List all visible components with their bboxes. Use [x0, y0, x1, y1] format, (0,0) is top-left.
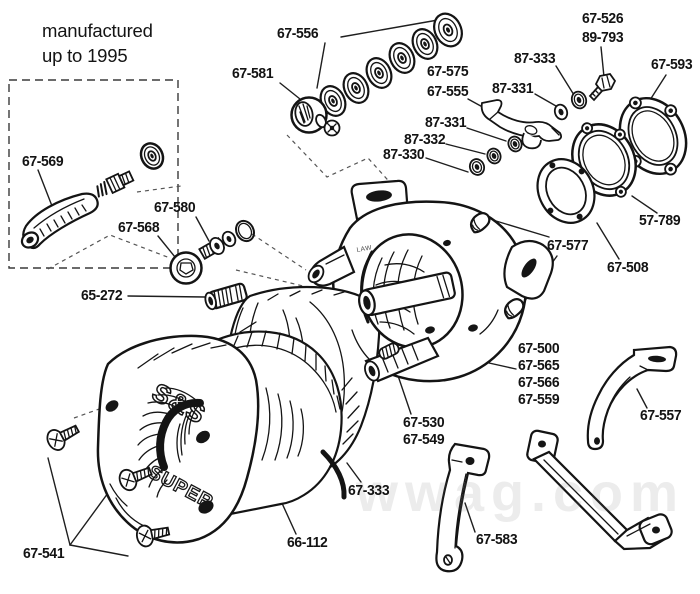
part-label-67-556: 67-556 — [277, 25, 319, 42]
cover-hole — [196, 430, 210, 444]
leader-89-793 — [600, 46, 605, 78]
part-label-67-530: 67-530 — [403, 414, 445, 431]
part-label-67-566: 67-566 — [518, 374, 560, 391]
leader-67-593 — [649, 74, 667, 101]
breather-bracket-67-555 — [480, 99, 563, 150]
part-label-67-583: 67-583 — [476, 531, 518, 548]
cover-screws-67-541 — [46, 424, 171, 548]
part-label-67-580: 67-580 — [154, 199, 196, 216]
breather-hose-67-569 — [20, 192, 99, 250]
washers-67-580 — [209, 219, 255, 256]
plate-right-ear — [503, 239, 554, 300]
plate-bottom-tube — [364, 336, 440, 383]
part-label-65-272: 65-272 — [81, 287, 123, 304]
part-label-67-565: 67-565 — [518, 357, 560, 374]
flathead-screw — [135, 524, 171, 548]
part-label-67-581: 67-581 — [232, 65, 274, 82]
part-label-87-333: 87-333 — [514, 50, 556, 67]
leader-87-330 — [425, 157, 469, 173]
leader-67-541-a — [47, 457, 71, 546]
leader-65-272 — [127, 295, 206, 298]
note-manufactured-up-to-1995: manufactured up to 1995 — [42, 18, 153, 68]
leader-67-541-b — [69, 492, 109, 546]
leader-87-331-b — [466, 127, 507, 142]
leader-66-112 — [280, 500, 297, 535]
cover-66-112: S&S SUPER — [96, 330, 347, 544]
flathead-screw — [118, 466, 153, 492]
part-label-67-593: 67-593 — [651, 56, 693, 73]
spring-screw-67-530 — [378, 342, 400, 360]
leader-67-583 — [464, 502, 476, 533]
part-label-87-330: 87-330 — [383, 146, 425, 163]
leader-67-541-c — [69, 544, 129, 557]
plate-holes — [351, 239, 499, 361]
plug-67-577-bottom — [503, 298, 525, 320]
part-label-87-332: 87-332 — [404, 131, 446, 148]
note-line-1: manufactured — [42, 20, 153, 41]
flathead-screw — [46, 424, 81, 451]
part-label-67-526: 67-526 — [582, 10, 624, 27]
watermark: wwag.com — [356, 463, 686, 523]
hose-grommet — [139, 142, 165, 170]
washer-87-332 — [486, 147, 502, 165]
banjo-fitting-67-581 — [290, 96, 341, 137]
cover-hole — [105, 400, 119, 412]
part-label-67-559: 67-559 — [518, 391, 560, 408]
bracket-67-583 — [435, 442, 491, 573]
hose-fitting — [96, 170, 135, 198]
bracket-long-support — [526, 429, 673, 551]
part-label-67-557: 67-557 — [640, 407, 682, 424]
inset-box-pre-1995 — [8, 79, 179, 269]
part-label-67-568: 67-568 — [118, 219, 160, 236]
leader-67-577-a — [495, 220, 550, 238]
part-label-67-500: 67-500 — [518, 340, 560, 357]
washer-87-331-upper — [553, 103, 569, 121]
leader-67-556-b — [340, 19, 439, 38]
part-label-67-555: 67-555 — [427, 83, 469, 100]
leader-87-332 — [445, 143, 486, 155]
part-label-67-508: 67-508 — [607, 259, 649, 276]
cover-face — [96, 334, 260, 544]
leader-67-333 — [346, 462, 362, 483]
bolt-67-526 — [588, 73, 617, 102]
leader-67-569 — [37, 169, 53, 207]
part-label-67-333: 67-333 — [348, 482, 390, 499]
plug-67-577-top — [469, 212, 491, 234]
leader-67-581 — [279, 82, 301, 100]
part-label-67-569: 67-569 — [22, 153, 64, 170]
part-label-67-577: 67-577 — [547, 237, 589, 254]
bracket-67-557 — [586, 345, 678, 451]
gasket-67-508 — [536, 158, 596, 224]
part-label-67-541: 67-541 — [23, 545, 65, 562]
flange-67-593 — [618, 96, 688, 176]
leader-67-580 — [195, 216, 210, 242]
part-label-67-575: 67-575 — [427, 63, 469, 80]
plate-center-tube — [358, 271, 456, 317]
washer-87-330 — [468, 158, 486, 176]
logo-feather-plume — [137, 387, 204, 498]
leader-67-568 — [157, 235, 176, 258]
part-label-87-331: 87-331 — [492, 80, 534, 97]
standoff-65-272 — [204, 282, 248, 311]
part-label-66-112: 66-112 — [287, 534, 328, 551]
part-label-89-793: 89-793 — [582, 29, 624, 46]
leader-67-556-a — [316, 42, 326, 89]
part-label-57-789: 57-789 — [639, 212, 681, 229]
washer-87-333 — [570, 90, 588, 110]
washer-87-331-lower — [507, 135, 523, 153]
leader-67-557 — [636, 388, 648, 409]
leader-67-508 — [596, 222, 620, 260]
cover-hole — [198, 500, 214, 514]
part-label-87-331: 87-331 — [425, 114, 467, 131]
flange-57-789 — [571, 122, 637, 198]
leader-57-789 — [631, 195, 658, 214]
part-label-67-549: 67-549 — [403, 431, 445, 448]
casting-mark: LAW — [356, 244, 373, 254]
note-line-2: up to 1995 — [42, 45, 128, 66]
plate-breather-arm — [307, 245, 356, 287]
leader-87-333 — [555, 65, 575, 96]
leader-87-331-a — [534, 93, 557, 107]
